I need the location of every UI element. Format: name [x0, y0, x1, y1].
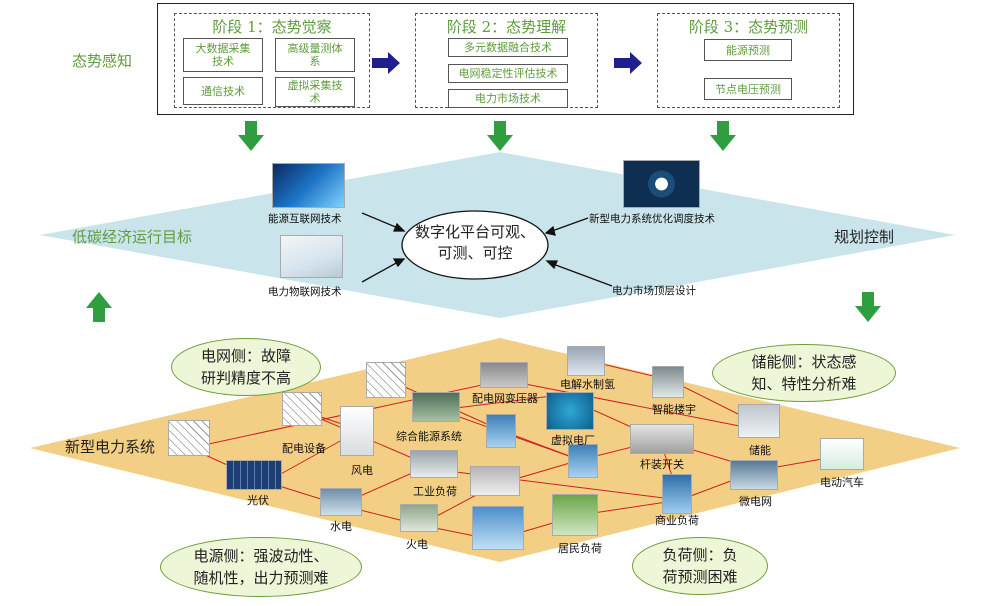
node-label: 商业负荷: [655, 514, 699, 527]
source-side-bubble: 电源侧：强波动性、随机性，出力预测难: [160, 537, 362, 597]
stage-1-tech: 虚拟采集技术: [275, 77, 355, 107]
node-label: 微电网: [739, 495, 772, 508]
stage-1-tech: 大数据采集技术: [183, 38, 263, 72]
hydro-icon: [320, 488, 362, 516]
node-label: 智能楼宇: [652, 403, 696, 416]
stage-2-tech: 电力市场技术: [448, 89, 568, 108]
stage-1-tech: 高级量测体系: [275, 38, 355, 72]
stage-3-tech: 节点电压预测: [704, 78, 792, 100]
solar-panel-icon: [226, 460, 282, 490]
node-label: 火电: [406, 538, 428, 551]
green-down-arrow-icon: [710, 121, 736, 151]
node-label: 工业负荷: [413, 485, 457, 498]
stage-2-title: 阶段 2：态势理解: [446, 18, 567, 36]
dispatch-optimization-image: [623, 160, 700, 208]
node-label: 电动汽车: [820, 476, 864, 489]
green-up-arrow-icon: [86, 292, 112, 322]
platform-left-label: 低碳经济运行目标: [72, 228, 193, 246]
platform-tech-label: 电力市场顶层设计: [612, 285, 696, 297]
wind-turbine-icon: [340, 406, 374, 456]
thermal-plant-icon: [400, 504, 438, 532]
node-label: 储能: [749, 444, 771, 457]
node-label: 虚拟电厂: [551, 434, 595, 447]
factory-icon: [470, 466, 520, 496]
node-label: 光伏: [247, 494, 269, 507]
node-label: 风电: [351, 464, 373, 477]
node-label: 杆装开关: [640, 458, 684, 471]
transformer-icon: [480, 362, 528, 388]
platform-tech-label: 电力物联网技术: [268, 286, 342, 298]
platform-center-text: 数字化平台可观、可测、可控: [414, 223, 535, 262]
node-label: 电解水制氢: [560, 378, 615, 391]
tower-icon: [168, 420, 210, 456]
microgrid-icon: [730, 460, 778, 490]
stage-3-title: 阶段 3：态势预测: [688, 18, 809, 36]
distribution-tower-icon: [282, 392, 322, 426]
virtual-plant-icon: [546, 392, 594, 430]
smart-building-icon: [652, 366, 684, 398]
load-side-bubble: 负荷侧：负荷预测困难: [632, 537, 768, 595]
industrial-load-icon: [410, 450, 458, 478]
pole-switch-icon: [630, 424, 694, 454]
grid-side-bubble: 电网侧：故障研判精度不高: [171, 338, 321, 396]
green-down-arrow-icon: [487, 121, 513, 151]
office-icon: [568, 444, 598, 478]
node-label: 居民负荷: [558, 542, 602, 555]
residential-building-icon: [552, 494, 598, 536]
power-system-label: 新型电力系统: [65, 438, 156, 456]
platform-tech-label: 新型电力系统优化调度技术: [589, 213, 715, 225]
green-down-arrow-icon: [855, 292, 881, 322]
blue-arrow-icon: [372, 52, 400, 74]
perception-label: 态势感知: [72, 52, 133, 70]
transmission-tower-icon: [366, 362, 406, 398]
residential-icon: [472, 506, 524, 550]
storage-container-icon: [738, 404, 780, 438]
node-label: 配电设备: [282, 442, 326, 455]
stage-3-tech: 能源预测: [704, 39, 792, 61]
platform-tech-label: 能源互联网技术: [268, 213, 342, 225]
stage-1-title: 阶段 1：态势觉察: [212, 18, 332, 36]
storage-side-bubble: 储能侧：状态感知、特性分析难: [712, 344, 896, 402]
node-label: 配电网变压器: [472, 392, 538, 405]
node-label: 水电: [330, 520, 352, 533]
stage-1: 阶段 1：态势觉察 大数据采集技术 高级量测体系 通信技术 虚拟采集技术: [174, 13, 370, 108]
blue-arrow-icon: [614, 52, 642, 74]
green-down-arrow-icon: [238, 121, 264, 151]
commercial-tower-icon: [662, 474, 692, 514]
energy-internet-image: [272, 163, 345, 208]
perception-box: 阶段 1：态势觉察 大数据采集技术 高级量测体系 通信技术 虚拟采集技术 阶段 …: [157, 3, 854, 115]
energy-system-icon: [412, 392, 460, 422]
stage-2-tech: 电网稳定性评估技术: [448, 64, 568, 83]
stage-3: 阶段 3：态势预测 能源预测 节点电压预测: [657, 13, 840, 108]
building-icon: [486, 414, 516, 448]
platform-right-label: 规划控制: [834, 228, 895, 246]
electrolyzer-icon: [567, 346, 605, 376]
ev-charging-icon: [820, 438, 864, 470]
power-iot-image: [280, 235, 343, 278]
node-label: 综合能源系统: [396, 430, 462, 443]
stage-2: 阶段 2：态势理解 多元数据融合技术 电网稳定性评估技术 电力市场技术: [415, 13, 598, 108]
stage-2-tech: 多元数据融合技术: [448, 38, 568, 57]
stage-1-tech: 通信技术: [183, 77, 263, 105]
